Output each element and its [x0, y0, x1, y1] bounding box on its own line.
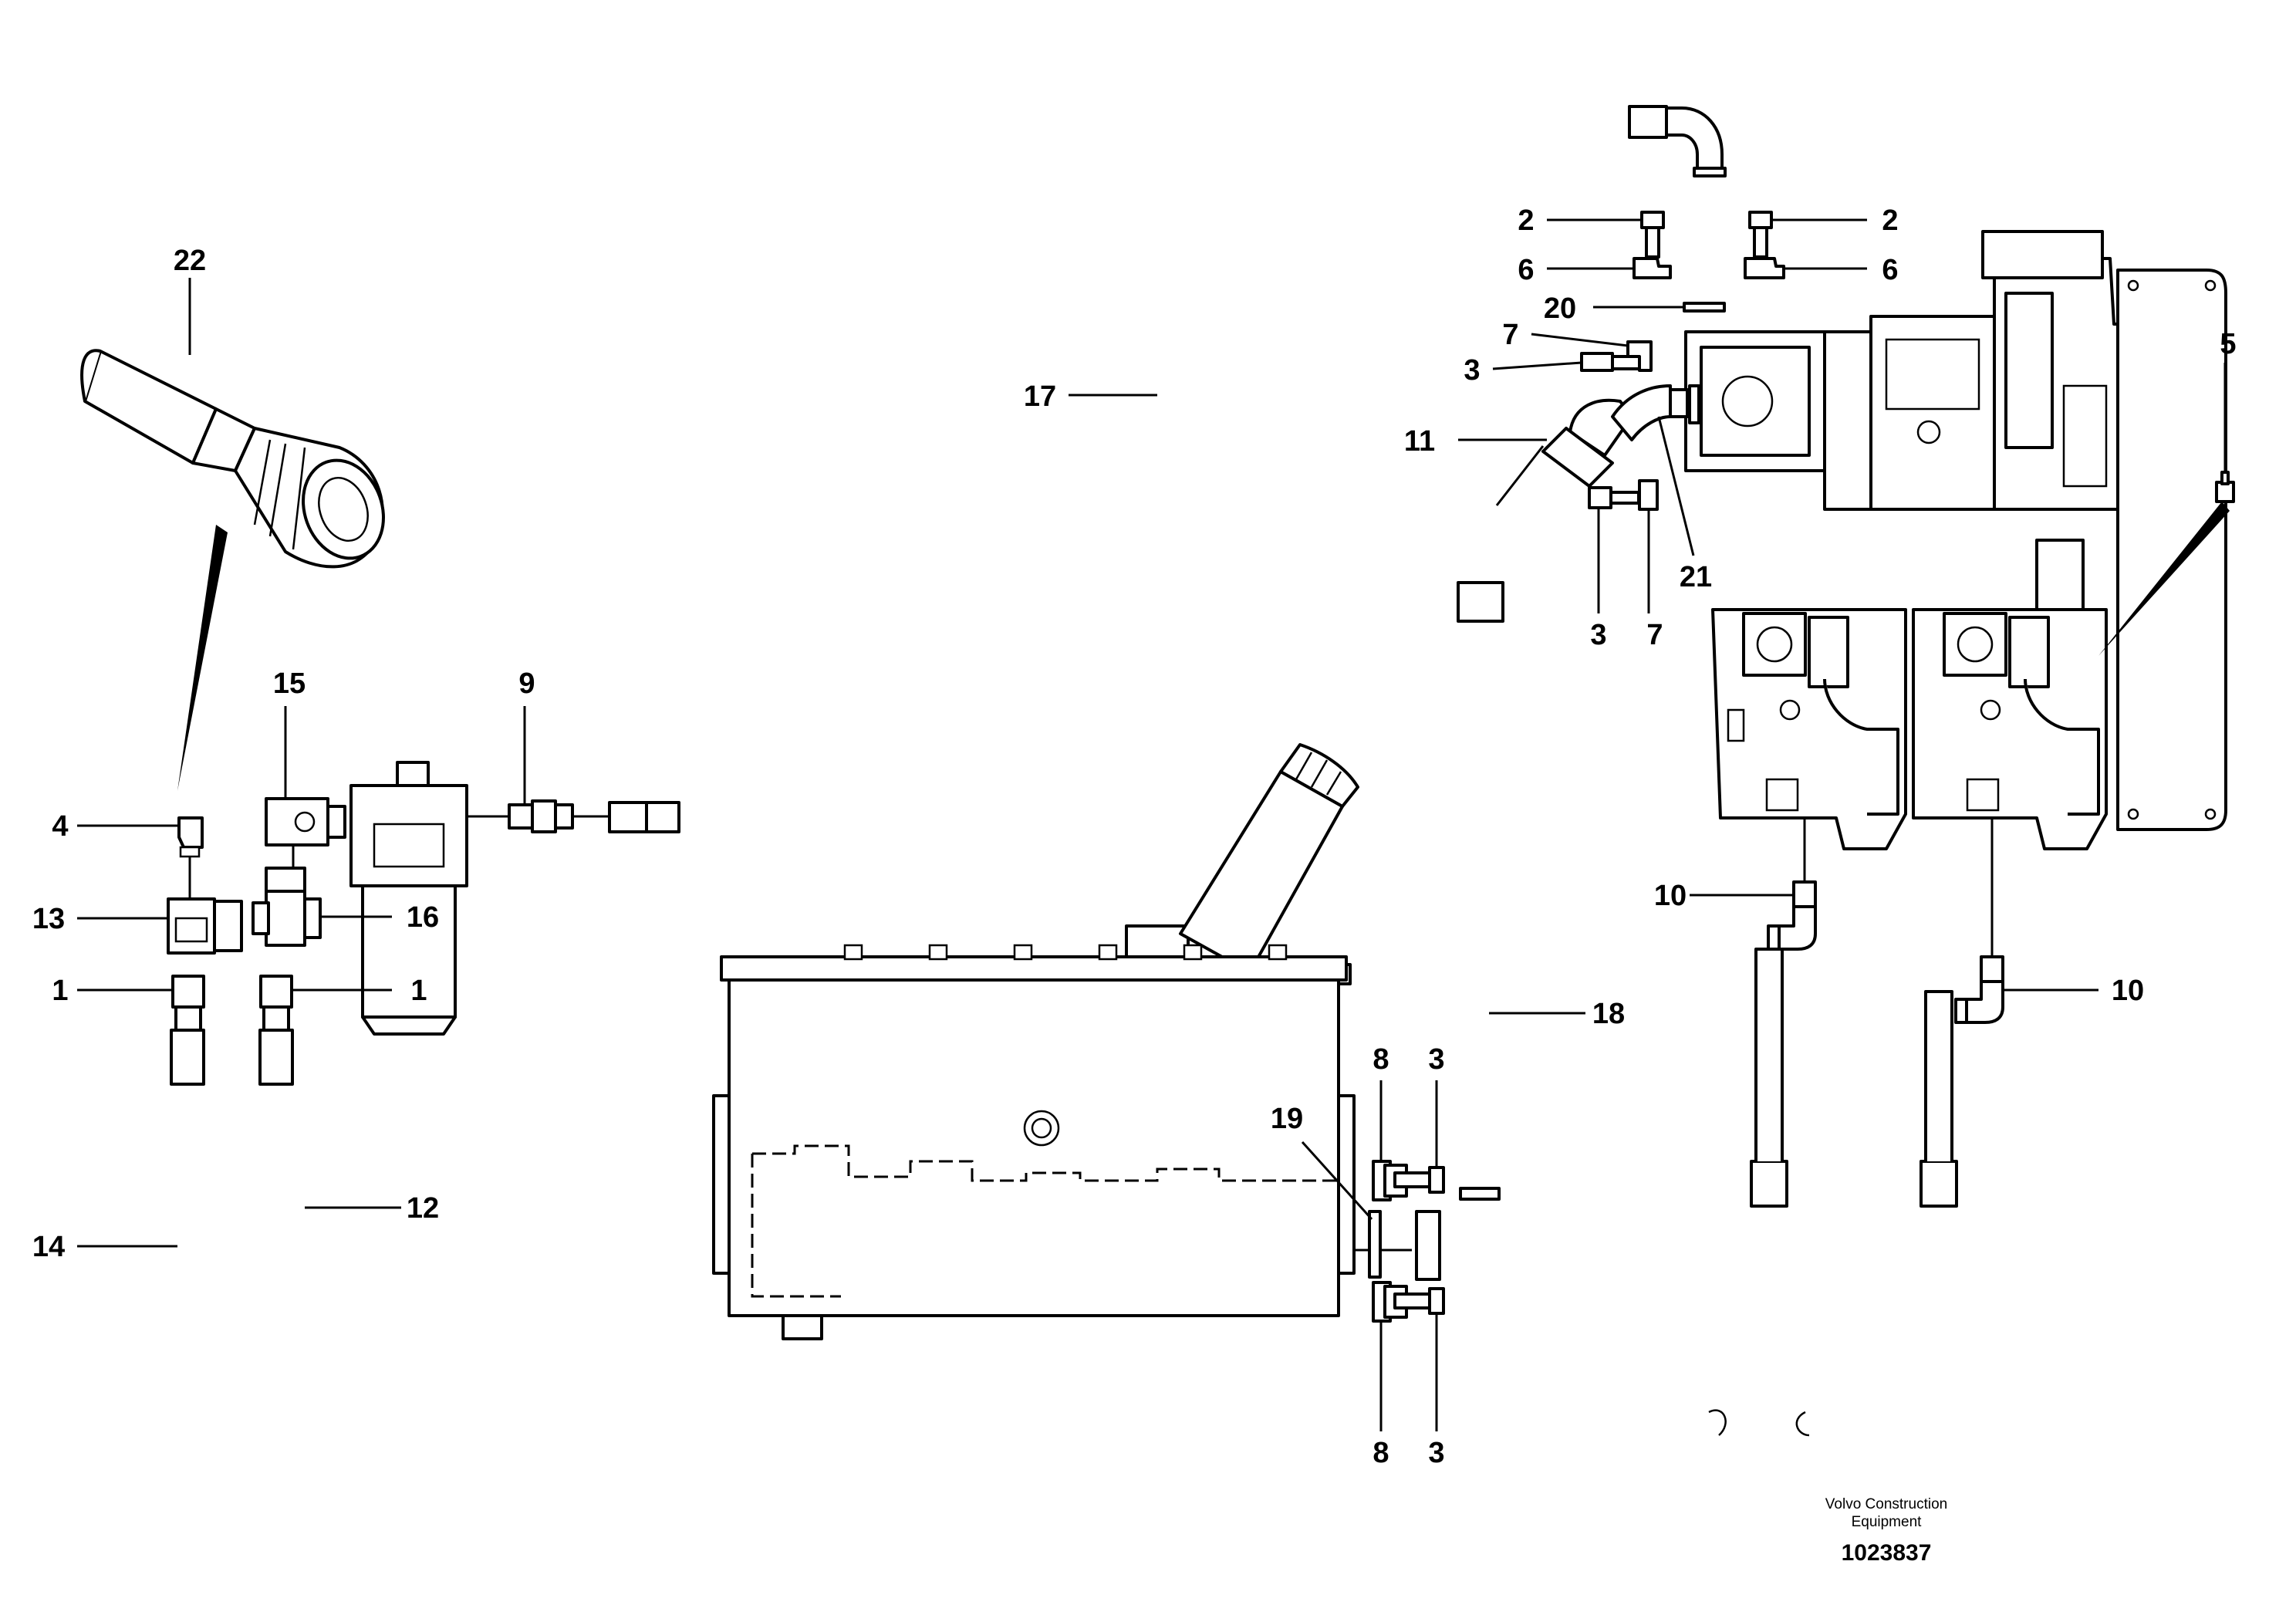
callout-13: 13 [32, 903, 65, 935]
callout-18: 18 [1592, 998, 1625, 1030]
screw-3-lower [1393, 1287, 1445, 1315]
callout-6-right: 6 [1882, 254, 1898, 286]
screw-2-left [1640, 211, 1665, 259]
callout-3-mid: 3 [1590, 619, 1606, 651]
o-ring-19 [1368, 1210, 1382, 1279]
callout-21: 21 [1680, 561, 1712, 593]
screw-2-right [1748, 211, 1773, 259]
callout-leaders [77, 218, 2227, 1431]
callout-4: 4 [52, 810, 68, 843]
hose-18 [1415, 445, 1545, 1281]
clamp-7-mid [1638, 479, 1659, 511]
callout-1-left: 1 [52, 975, 68, 1007]
callout-2-right: 2 [1882, 204, 1898, 237]
callout-pointer-5 [2098, 502, 2230, 656]
callout-9: 9 [518, 667, 535, 700]
hose-end-fitting-left [170, 1029, 294, 1086]
callout-20: 20 [1544, 292, 1576, 325]
callout-22: 22 [174, 245, 206, 277]
quick-coupling-22 [80, 349, 385, 791]
callout-7-top: 7 [1502, 319, 1518, 351]
callout-6-left: 6 [1518, 254, 1534, 286]
callout-pointer-22 [177, 525, 228, 791]
callout-14: 14 [32, 1231, 65, 1263]
callout-3-top: 3 [1464, 354, 1480, 387]
callout-7-mid: 7 [1646, 619, 1663, 651]
callout-2-left: 2 [1518, 204, 1534, 237]
callout-3-lower: 3 [1428, 1437, 1444, 1469]
tee-fitting-16 [252, 867, 322, 947]
elbow-10-right [1954, 955, 2004, 1024]
callout-3-upper: 3 [1428, 1043, 1444, 1076]
valve-block-left [1711, 608, 1907, 850]
callout-15: 15 [273, 667, 306, 700]
callout-8-lower: 8 [1373, 1437, 1389, 1469]
pump-assembly [1684, 230, 2227, 831]
hose-14 [182, 948, 1788, 1524]
adapter-15 [265, 797, 346, 872]
callout-labels: 22 15 9 17 2 2 6 6 20 7 3 11 21 3 7 5 4 … [32, 204, 2237, 1469]
screw-3-top [1580, 352, 1641, 372]
fittings-1 [171, 975, 293, 1032]
hose-17 [645, 105, 1727, 833]
callout-12: 12 [407, 1192, 439, 1225]
callout-10-left: 10 [1654, 880, 1687, 912]
footer: Volvo Construction Equipment 1023837 [1825, 1496, 1947, 1566]
company-name-line2: Equipment [1852, 1514, 1923, 1530]
callout-19: 19 [1271, 1103, 1303, 1135]
adapter-13 [167, 897, 243, 955]
callout-8-upper: 8 [1373, 1043, 1389, 1076]
valve-block-right [1912, 608, 2108, 850]
elbow-10-left [1767, 880, 1817, 951]
callout-1-right: 1 [410, 975, 427, 1007]
screw-3-upper [1393, 1166, 1445, 1194]
nipple-9 [508, 799, 648, 833]
clamp-6-right [1744, 257, 1785, 279]
hose-12 [270, 990, 1958, 1437]
callout-10-right: 10 [2112, 975, 2144, 1007]
callout-17: 17 [1024, 380, 1056, 413]
screw-3-mid [1588, 486, 1640, 509]
drawing-number: 1023837 [1842, 1540, 1932, 1566]
clamp-6-left [1633, 257, 1672, 279]
elbow-11 [1541, 384, 1700, 488]
hydraulic-tank [712, 743, 1412, 1340]
clamp-7-top [1626, 340, 1653, 372]
callout-16: 16 [407, 901, 439, 934]
o-ring-20 [1683, 302, 1726, 313]
filter [349, 761, 509, 1036]
callout-5: 5 [2220, 328, 2236, 360]
callout-11: 11 [1404, 425, 1435, 458]
company-name-line1: Volvo Construction [1825, 1496, 1947, 1512]
elbow-fitting-4 [177, 816, 204, 858]
